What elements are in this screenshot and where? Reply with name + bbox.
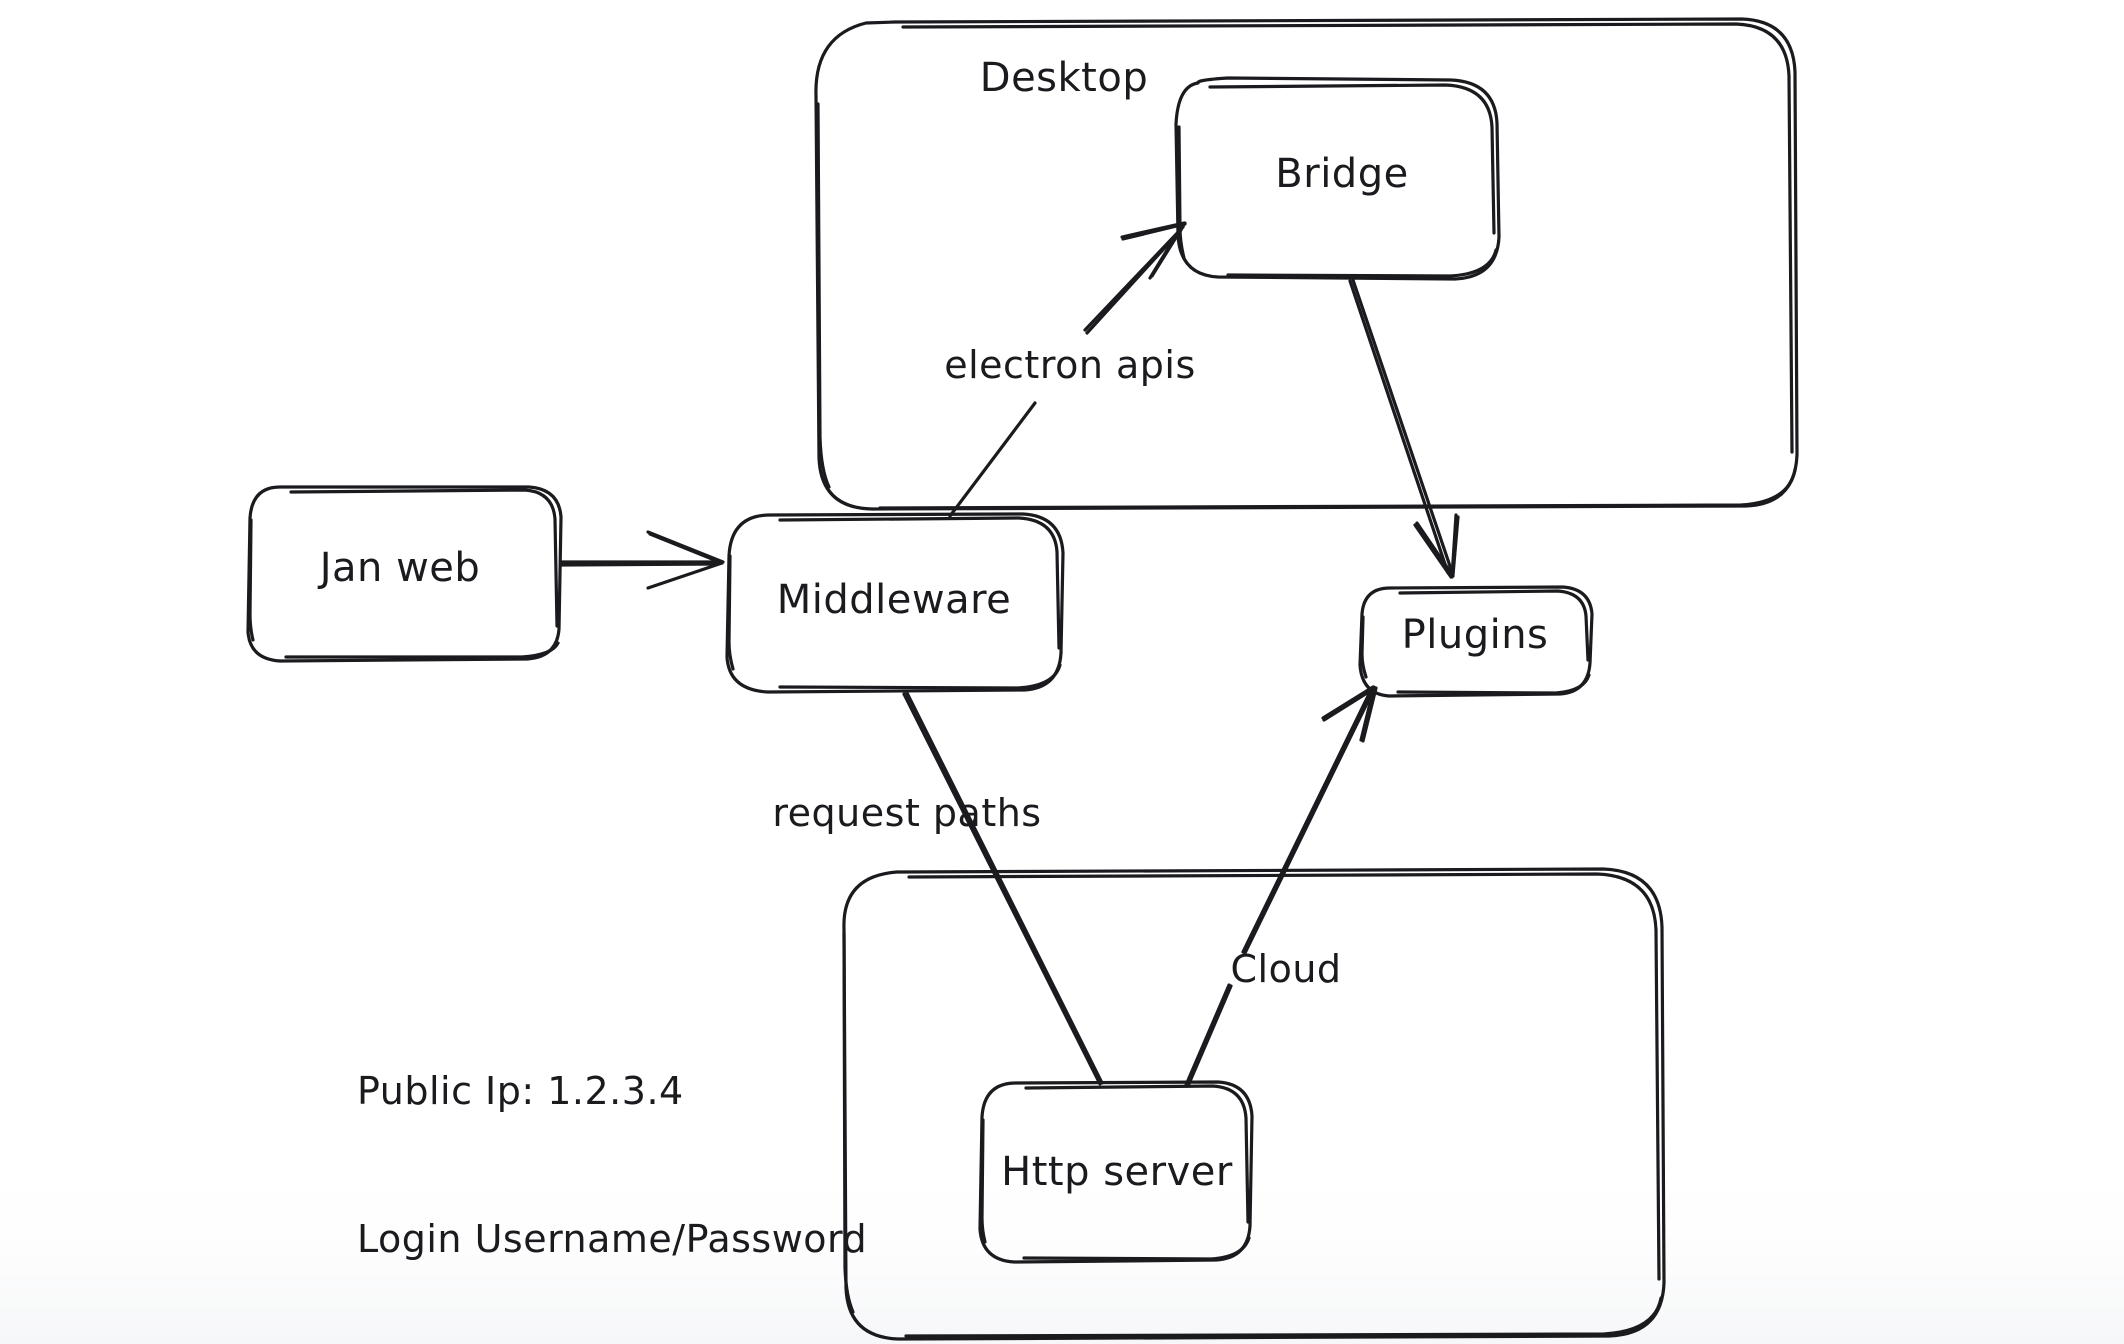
- annotation-login: Login Username/Password: [357, 1216, 868, 1261]
- node-middleware-shape[interactable]: [725, 512, 1065, 694]
- edge-middleware-to-bridge[interactable]: [948, 221, 1187, 518]
- node-jan-web-shape[interactable]: [246, 485, 563, 663]
- edge-label-electron-apis: electron apis: [944, 343, 1196, 387]
- node-label-plugins: Plugins: [1401, 612, 1549, 658]
- container-label-desktop: Desktop: [979, 55, 1149, 101]
- container-desktop-shape[interactable]: [814, 17, 1799, 511]
- edge-label-cloud: Cloud: [1230, 947, 1342, 991]
- edge-label-request-paths: request paths: [772, 791, 1042, 835]
- edge-http-server-to-plugins[interactable]: [1184, 685, 1378, 1088]
- annotation-public-ip: Public Ip: 1.2.3.4: [357, 1068, 684, 1113]
- container-cloud-group-shape[interactable]: [842, 867, 1666, 1341]
- node-label-middleware: Middleware: [776, 577, 1012, 623]
- annotation-note: Public Ip: 1.2.3.4 Login Username/Passwo…: [357, 968, 867, 1344]
- edge-jan-web-to-middleware[interactable]: [559, 530, 725, 590]
- node-label-http-server: Http server: [1001, 1149, 1233, 1195]
- node-label-bridge: Bridge: [1275, 151, 1409, 197]
- edge-middleware-to-http-server[interactable]: [902, 691, 1104, 1086]
- node-http-server-shape[interactable]: [978, 1080, 1254, 1264]
- node-label-jan-web: Jan web: [319, 545, 481, 591]
- edge-bridge-to-plugins[interactable]: [1348, 278, 1460, 579]
- node-plugins-shape[interactable]: [1358, 585, 1594, 698]
